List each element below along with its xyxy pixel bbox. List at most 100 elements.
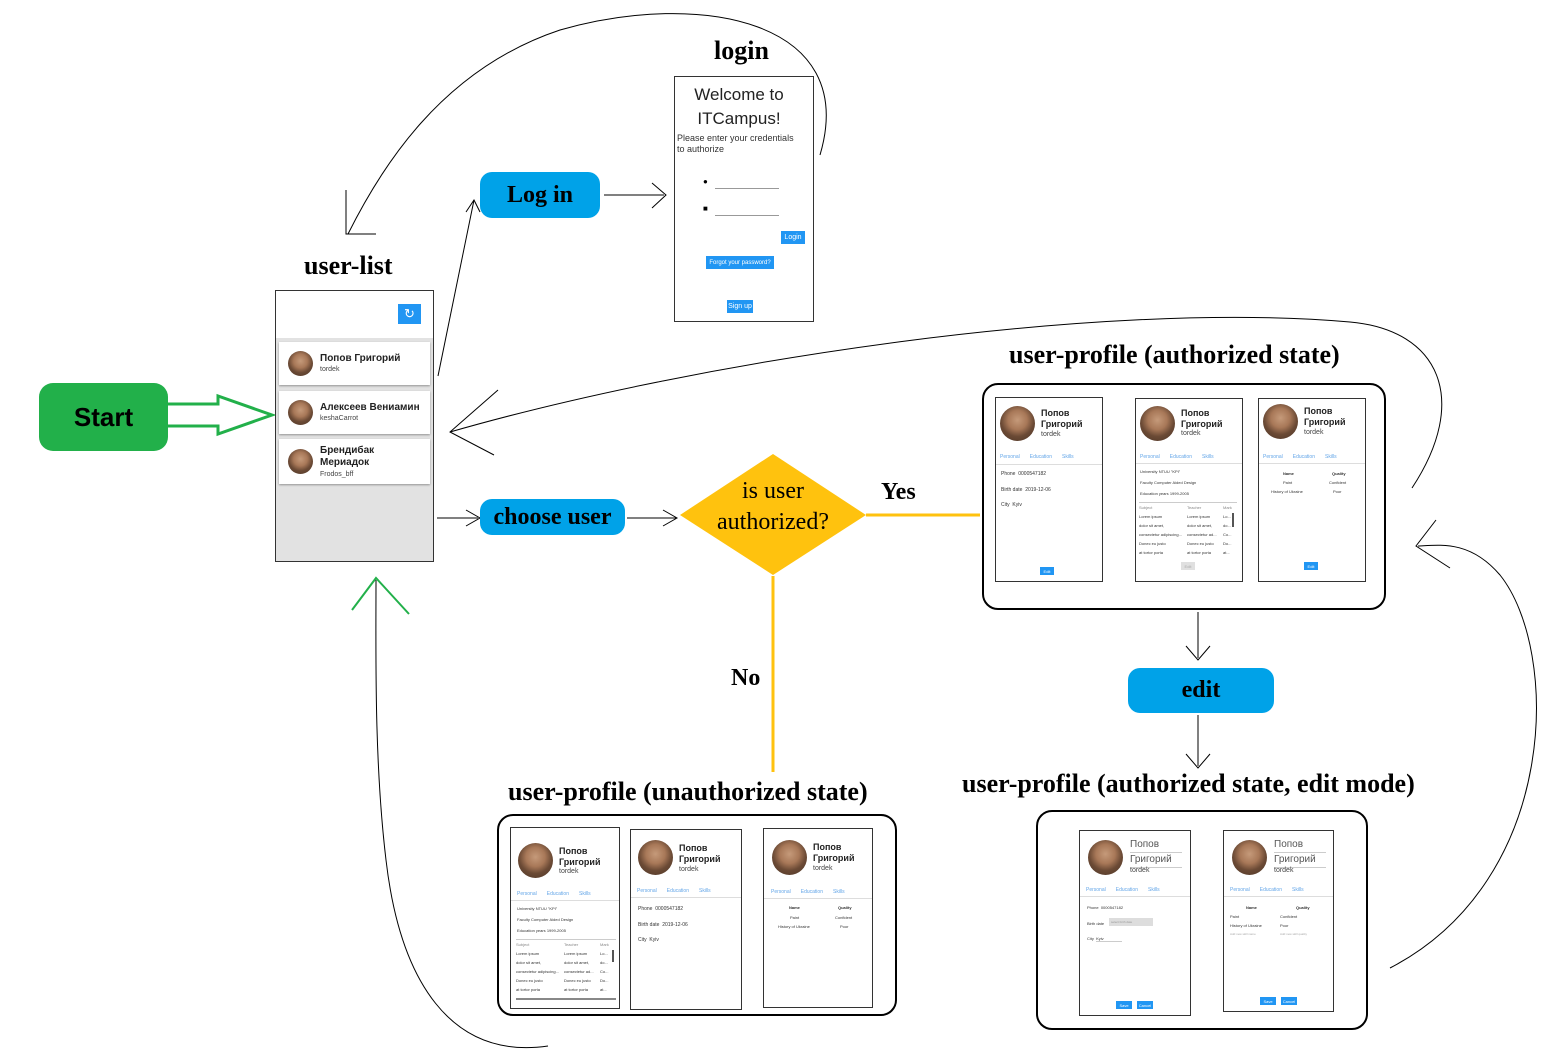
tab-skills[interactable]: Skills <box>1291 887 1304 893</box>
user-list-item[interactable]: Попов Григорий tordek <box>279 342 430 385</box>
tabs-divider <box>1080 896 1190 897</box>
tab-education[interactable]: Education <box>1292 454 1315 460</box>
faculty-row: Faculty Computer Aided Design <box>517 917 573 922</box>
phone-field[interactable]: 0000547182 <box>1100 905 1124 910</box>
tab-personal[interactable]: Personal <box>637 888 657 894</box>
city-value: Kyiv <box>649 937 659 943</box>
user-list-item[interactable]: Алексеев Вениамин keshaCarrot <box>279 391 430 434</box>
save-button[interactable]: Save <box>1116 1001 1132 1009</box>
birth-label: Birth date <box>638 922 660 928</box>
cancel-button[interactable]: Cancel <box>1137 1001 1153 1009</box>
profile-tabs[interactable]: Personal Education Skills <box>1263 454 1347 460</box>
forgot-password-button[interactable]: Forgot your password? <box>706 256 774 269</box>
signup-button[interactable]: Sign up <box>727 300 753 313</box>
tab-education[interactable]: Education <box>1259 887 1282 893</box>
cell: at tortor porta <box>1139 550 1164 555</box>
tab-education[interactable]: Education <box>1169 454 1192 460</box>
tab-skills[interactable]: Skills <box>832 889 845 895</box>
phone-value: 0000547182 <box>1018 471 1047 477</box>
profile-tabs[interactable]: Personal Education Skills <box>771 889 855 895</box>
edit-button[interactable]: Edit <box>1040 567 1054 575</box>
tab-skills[interactable]: Skills <box>698 888 711 894</box>
tab-education[interactable]: Education <box>1029 454 1052 460</box>
tab-skills[interactable]: Skills <box>1061 454 1074 460</box>
university-row: University NTUU "KPI" <box>517 906 557 911</box>
table-scrollbar[interactable] <box>612 950 614 962</box>
refresh-icon[interactable]: ↻ <box>398 304 421 324</box>
skill-quality-field[interactable]: Poor <box>1280 923 1289 928</box>
save-button[interactable]: Save <box>1260 997 1276 1005</box>
birth-row: Birth date 2019-12-06 <box>638 922 688 928</box>
phone-row: Phone 0000547182 <box>638 906 683 912</box>
name-line1: Попов <box>813 842 842 852</box>
profile-login: tordek <box>1181 430 1201 437</box>
cell: Do... <box>1223 541 1232 546</box>
tab-personal[interactable]: Personal <box>1000 454 1020 460</box>
header-subject: Subject <box>1139 505 1153 510</box>
tab-personal[interactable]: Personal <box>517 891 537 897</box>
profile-login: tordek <box>1041 431 1061 438</box>
profile-tabs[interactable]: Personal Education Skills <box>517 891 601 897</box>
last-name-field[interactable]: Григорий <box>1130 853 1182 868</box>
birth-date-picker[interactable]: select birth date <box>1109 918 1153 926</box>
tab-personal[interactable]: Personal <box>1086 887 1106 893</box>
cell: at... <box>600 987 607 992</box>
user-list-item[interactable]: Брендибак Мериадок Frodos_bff <box>279 439 430 484</box>
tab-skills[interactable]: Skills <box>1324 454 1337 460</box>
faculty-row: Faculty Computer Aided Design <box>1140 480 1196 485</box>
cell: at... <box>1223 550 1230 555</box>
tab-personal[interactable]: Personal <box>1230 887 1250 893</box>
years-value: 1999-2005 <box>1169 491 1189 496</box>
log-in-action: Log in <box>480 172 600 218</box>
table-row: consectetur adipiscing...consectetur ad.… <box>516 967 616 976</box>
name-line1: Попов <box>1041 408 1070 418</box>
first-name-field[interactable]: Попов <box>1130 838 1182 853</box>
tab-education[interactable]: Education <box>666 888 689 894</box>
edit-button[interactable]: Edit <box>1304 562 1318 570</box>
city-row: City Kyiv <box>638 937 659 943</box>
tab-personal[interactable]: Personal <box>1263 454 1283 460</box>
profile-tabs[interactable]: Personal Education Skills <box>1000 454 1084 460</box>
add-skill-quality-field[interactable]: Add new skill quality <box>1280 932 1308 936</box>
edit-button-disabled[interactable]: Edit <box>1181 562 1195 570</box>
username-input[interactable] <box>715 188 779 189</box>
profile-name-fields: Попов Григорий <box>1274 838 1326 868</box>
birth-label: Birth date <box>1001 487 1023 493</box>
tab-personal[interactable]: Personal <box>771 889 791 895</box>
cell: do... <box>1223 523 1231 528</box>
tab-education[interactable]: Education <box>546 891 569 897</box>
city-field[interactable]: Kyiv <box>1096 936 1122 942</box>
tab-skills[interactable]: Skills <box>1147 887 1160 893</box>
cell: dolor sit amet, <box>1187 523 1213 528</box>
profile-tabs[interactable]: Personal Education Skills <box>1230 887 1314 893</box>
tab-personal[interactable]: Personal <box>1140 454 1160 460</box>
cancel-button[interactable]: Cancel <box>1281 997 1297 1005</box>
profile-tabs[interactable]: Personal Education Skills <box>637 888 721 894</box>
add-skill-name-field[interactable]: Add new skill name <box>1230 932 1256 936</box>
phone-label: Phone <box>1001 471 1016 477</box>
profile-tabs[interactable]: Personal Education Skills <box>1086 887 1170 893</box>
skill-name-field[interactable]: Paint <box>1230 914 1240 919</box>
phone-label: Phone <box>638 906 653 912</box>
password-input[interactable] <box>715 215 779 216</box>
first-name-field[interactable]: Попов <box>1274 838 1326 853</box>
tab-skills[interactable]: Skills <box>1201 454 1214 460</box>
skill-quality-field[interactable]: Confident <box>1280 914 1298 919</box>
birth-label: Birth date <box>1087 921 1105 926</box>
table-scrollbar[interactable] <box>1232 513 1234 527</box>
tab-skills[interactable]: Skills <box>578 891 591 897</box>
login-button[interactable]: Login <box>781 231 805 244</box>
tab-education[interactable]: Education <box>1115 887 1138 893</box>
profile-tabs[interactable]: Personal Education Skills <box>1140 454 1224 460</box>
skill-name-field[interactable]: History of Ukraine <box>1230 923 1262 928</box>
last-name-field[interactable]: Григорий <box>1274 853 1326 868</box>
city-label: City <box>638 937 647 943</box>
tab-education[interactable]: Education <box>800 889 823 895</box>
